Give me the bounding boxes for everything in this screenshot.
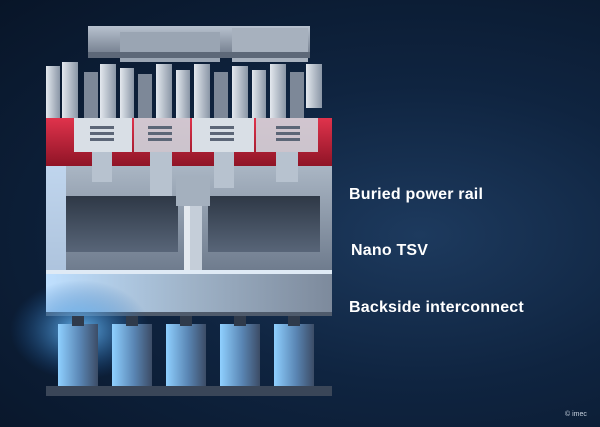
buried-power-rail-label: Buried power rail bbox=[349, 186, 484, 203]
copyright-notice: © imec bbox=[565, 411, 587, 418]
transistor-fins bbox=[46, 62, 322, 126]
nano-tsv-label: Nano TSV bbox=[351, 242, 429, 259]
top-metal-layer bbox=[88, 26, 310, 62]
device-body bbox=[46, 152, 332, 270]
backside-interconnect-label: Backside interconnect bbox=[349, 299, 524, 316]
backside-contact-blocks bbox=[46, 316, 332, 396]
